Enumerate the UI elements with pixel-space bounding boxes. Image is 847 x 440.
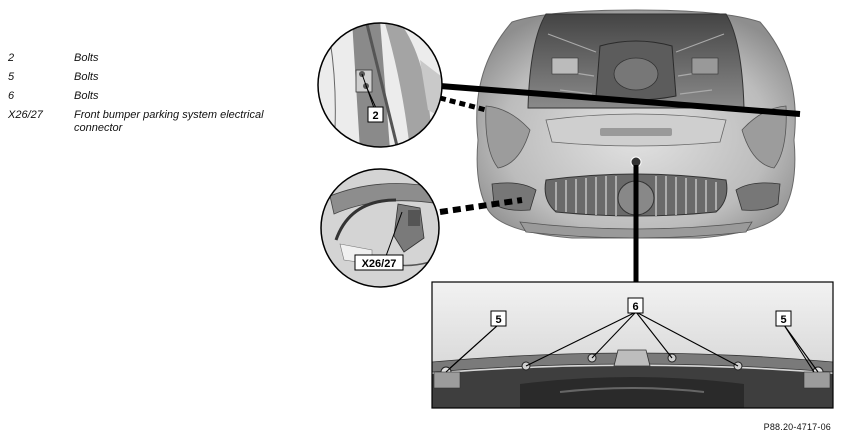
legend-key: 2: [8, 52, 15, 64]
legend-key: X26/27: [8, 109, 43, 121]
inset-connector-x2627: X26/27: [320, 168, 440, 288]
legend-table: 2 Bolts 5 Bolts 6 Bolts X26/27 Front bum…: [8, 52, 298, 141]
car-front-view: [476, 9, 796, 239]
inset-bolts-2: 2: [317, 22, 443, 148]
legend-row: 6 Bolts: [8, 90, 298, 103]
callout-5-right: 5: [780, 314, 786, 326]
legend-row: 5 Bolts: [8, 71, 298, 84]
legend-row: 2 Bolts: [8, 52, 298, 65]
legend-row: X26/27 Front bumper parking system elect…: [8, 109, 298, 135]
legend-description: Bolts: [74, 52, 99, 64]
legend-key: 6: [8, 90, 15, 102]
legend-description: Front bumper parking system electrical c…: [74, 109, 264, 134]
detail-bumper-top-bolts: 6 5 5: [431, 281, 834, 409]
callout-5-left: 5: [495, 314, 501, 326]
legend-description: Bolts: [74, 71, 99, 83]
legend-description: Bolts: [74, 90, 99, 102]
pointer-lines: [439, 83, 801, 282]
callout-2: 2: [372, 110, 378, 122]
legend-key: 5: [8, 71, 15, 83]
callout-x2627: X26/27: [362, 258, 397, 270]
callout-6: 6: [632, 301, 638, 313]
figure-reference-code: P88.20-4717-06: [763, 422, 831, 432]
